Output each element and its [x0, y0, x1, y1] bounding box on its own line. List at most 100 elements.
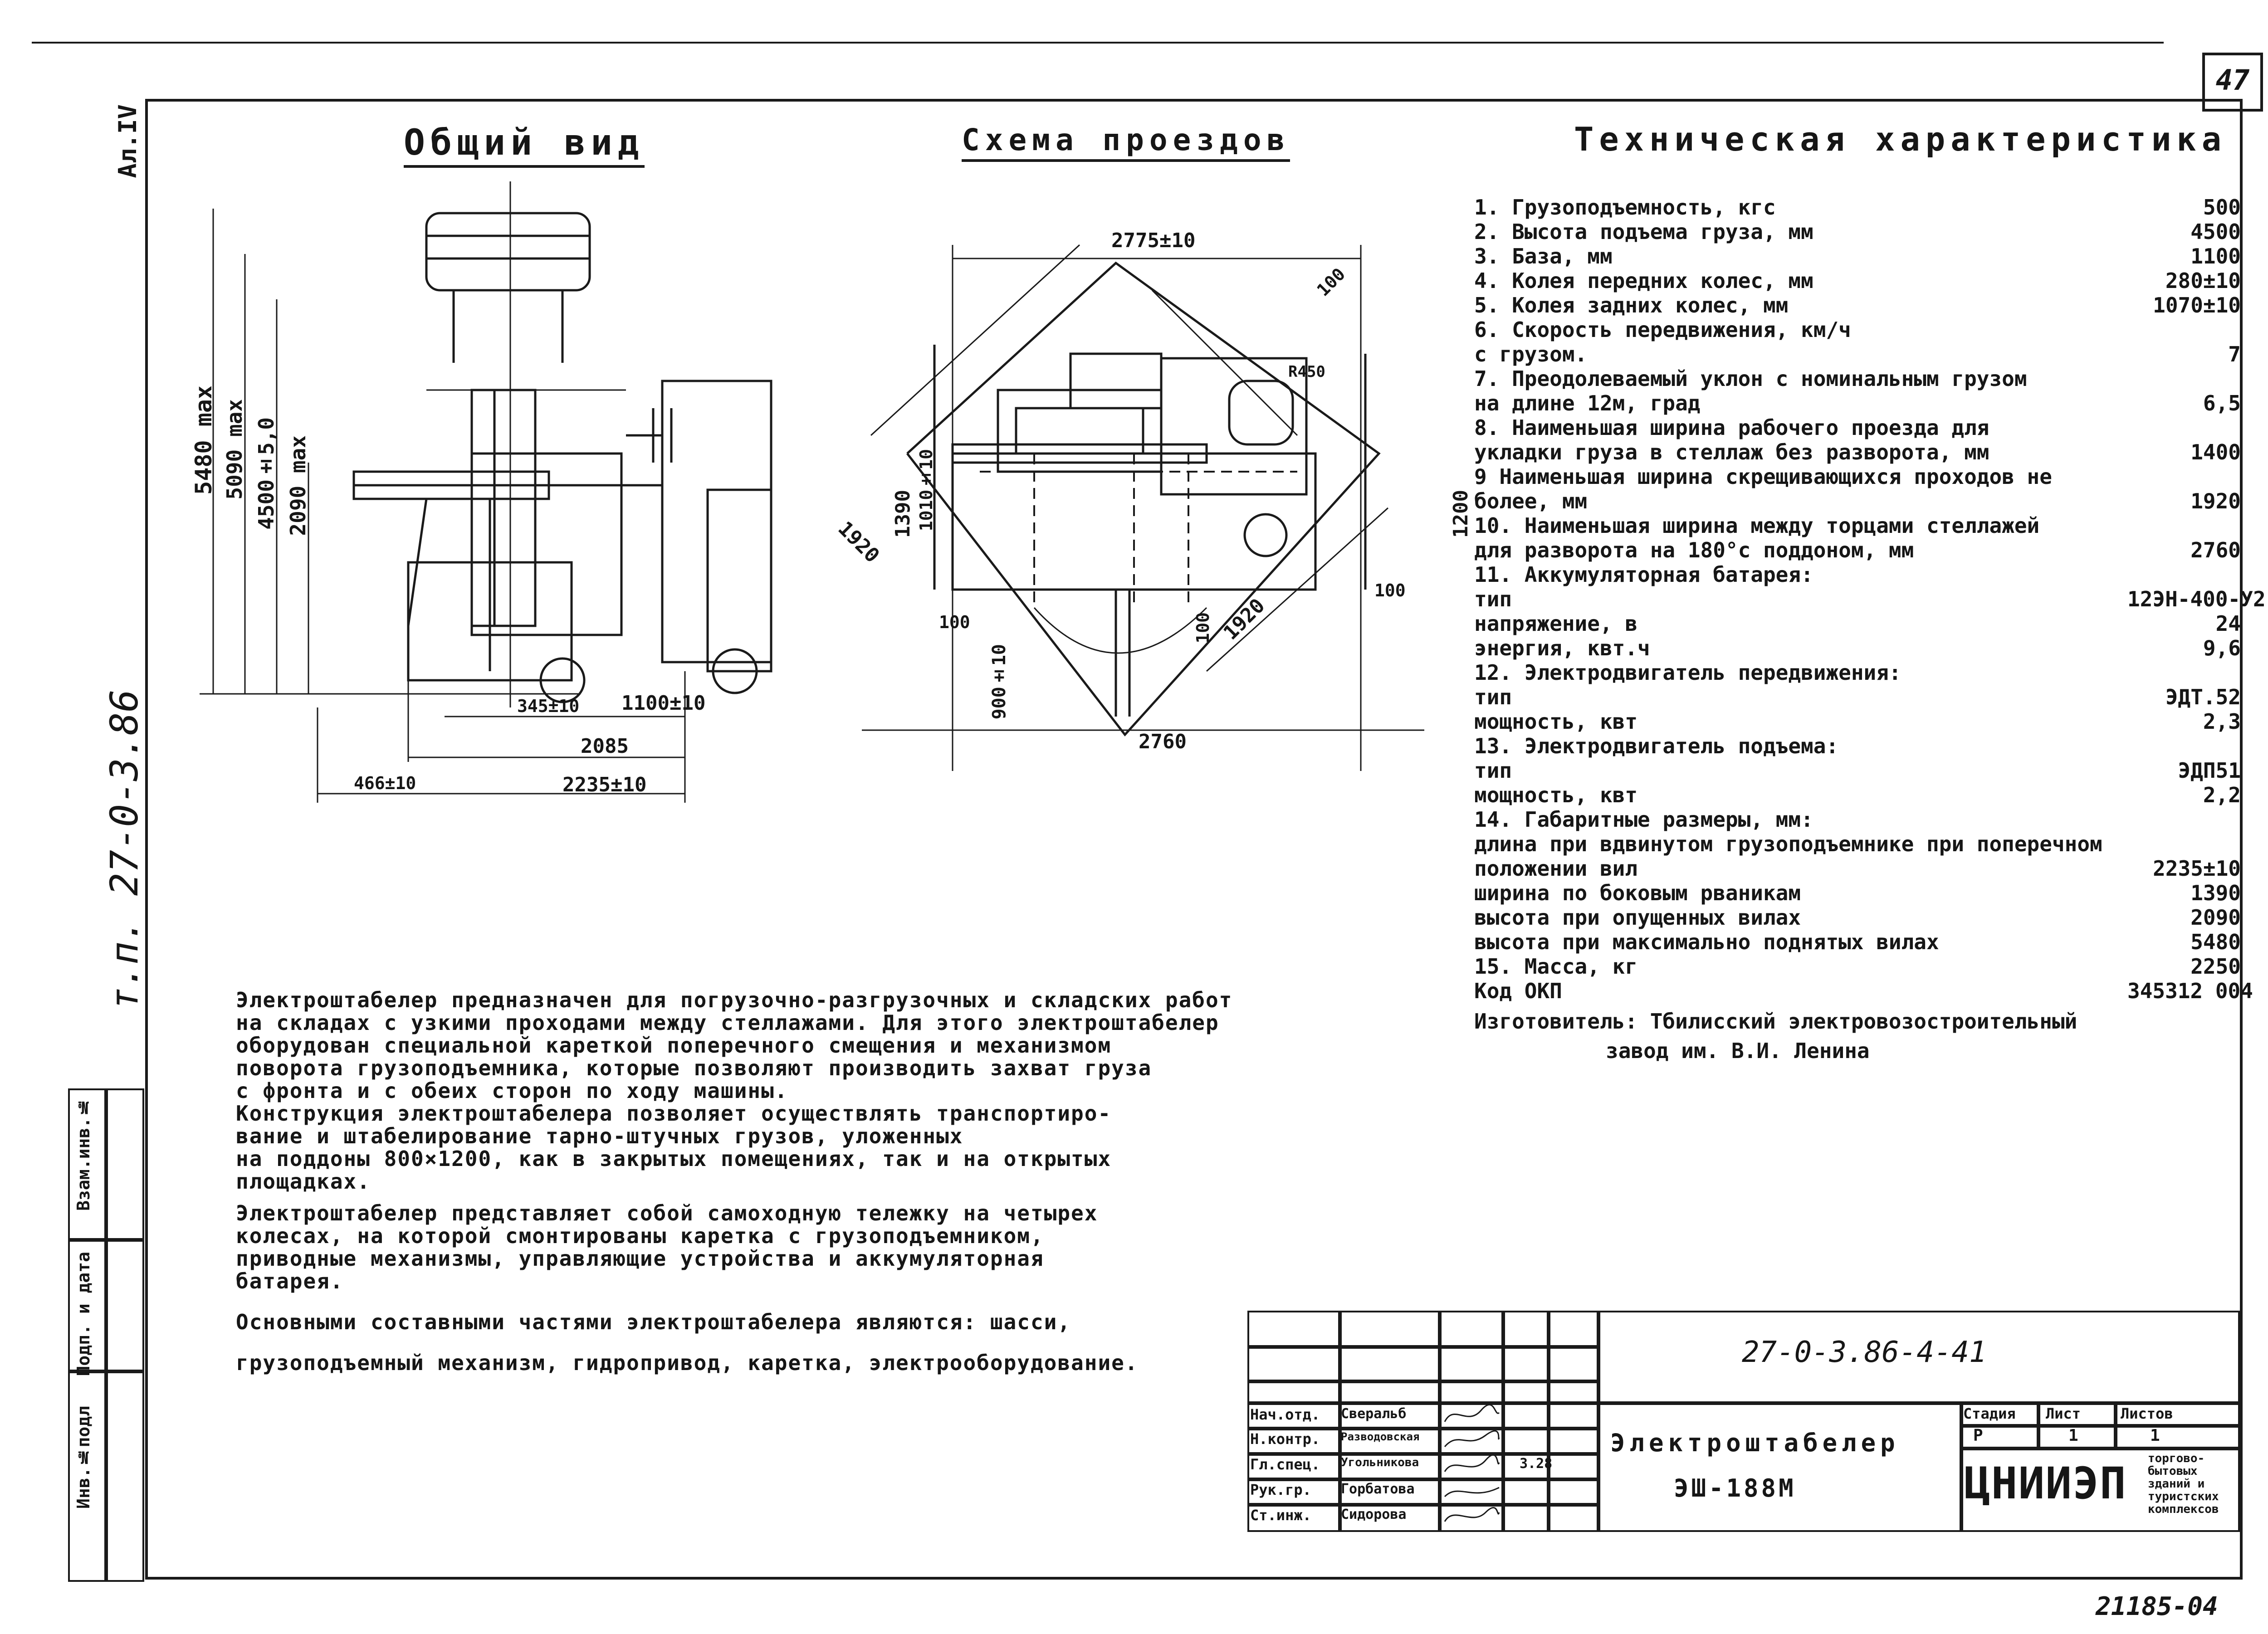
as-dim-100b: 100: [1193, 612, 1213, 644]
name-row: Угольникова: [1341, 1456, 1419, 1469]
stamp-sheet: 1: [2068, 1426, 2078, 1445]
name-row: Горбатова: [1341, 1481, 1415, 1497]
spec-row: 8. Наименьшая ширина рабочего проезда дл…: [1474, 415, 1989, 440]
spec-row: 9 Наименьшая ширина скрещивающихся прохо…: [1474, 464, 2052, 489]
org-sub: торгово-бытовых зданий и туристских комп…: [2148, 1452, 2219, 1516]
drawing-frame: [145, 99, 2243, 1580]
manufacturer-line-1: Изготовитель: Тбилисский электровозостро…: [1474, 1009, 2077, 1034]
role-row: Гл.спец.: [1250, 1456, 1320, 1473]
carriage: [470, 452, 623, 636]
operator-seat: [1228, 380, 1294, 446]
front-wheel: [539, 657, 586, 703]
steering-wheel: [1243, 513, 1288, 557]
as-dim-bottom: 2760: [1139, 730, 1187, 753]
gv-dim-2090: 2090 max: [286, 435, 310, 536]
spec-row: 11. Аккумуляторная батарея:: [1474, 562, 1813, 587]
gv-dim-345: 345±10: [517, 696, 580, 716]
description-line: Конструкция электроштабелера позволяет о…: [236, 1101, 1112, 1126]
description-line: грузоподъемный механизм, гидропривод, ка…: [236, 1351, 1139, 1375]
sheet-top-line: [32, 42, 2164, 44]
as-dim-r450: R450: [1288, 363, 1325, 381]
spec-row: 12. Электродвигатель передвижения:: [1474, 660, 1901, 685]
as-dim-100a: 100: [939, 612, 970, 632]
stamp-stage-h: Стадия: [1963, 1405, 2016, 1422]
gv-dim-5480: 5480 max: [191, 385, 217, 495]
side-stamp: Инв.№подл Подп. и дата Взам.инв.№: [68, 1088, 144, 1582]
stamp-title-2: ЭШ-188М: [1674, 1474, 1796, 1502]
role-row: Нач.отд.: [1250, 1406, 1320, 1423]
spec-row: 10. Наименьшая ширина между торцами стел…: [1474, 513, 2040, 538]
stamp-sheet-h: Лист: [2046, 1405, 2081, 1422]
stamp-sheets-h: Листов: [2121, 1405, 2173, 1422]
description-line: приводные механизмы, управляющие устройс…: [236, 1246, 1044, 1271]
turn-diamond: [906, 261, 1381, 737]
side-col-inv: Инв.№подл: [73, 1406, 93, 1509]
description-line: батарея.: [236, 1269, 344, 1293]
spec-row: 14. Габаритные размеры, мм:: [1474, 807, 1813, 832]
description-line: с фронта и с обеих сторон по ходу машины…: [236, 1078, 788, 1103]
description-line: на поддоны 800×1200, как в закрытых поме…: [236, 1146, 1112, 1171]
stamp-sheets: 1: [2150, 1426, 2160, 1445]
top-left-mark: Ал.IV: [113, 104, 142, 178]
vehicle-body: [1160, 357, 1308, 496]
mast: [470, 389, 537, 627]
role-row: Рук.гр.: [1250, 1481, 1311, 1498]
spec-row: укладки груза в стеллаж без разворота, м…: [1474, 440, 2241, 464]
title-tech-spec: Техническая характеристика: [1574, 120, 2227, 158]
title-general-view: Общий вид: [404, 122, 645, 168]
general-view-drawing: [200, 181, 772, 803]
aisle-scheme-drawing: [862, 244, 1424, 771]
description-line: поворота грузоподъемника, которые позвол…: [236, 1056, 1152, 1080]
signatures: [1444, 1404, 1500, 1522]
spec-row: с грузом.7: [1474, 342, 2241, 366]
as-dim-100d: 100: [1374, 580, 1406, 600]
role-row: Н.контр.: [1250, 1430, 1320, 1448]
as-dim-1200: 1200: [1449, 490, 1472, 538]
sheet-number: 47: [2202, 53, 2263, 112]
side-code: т.п. 27-0-3.86: [102, 689, 147, 1011]
title-aisle-scheme: Схема проездов: [962, 122, 1290, 162]
stamp-date: 3.28: [1520, 1456, 1553, 1472]
vehicle-fork: [997, 389, 1163, 473]
description-line: оборудован специальной кареткой поперечн…: [236, 1033, 1112, 1058]
stamp-title-1: Электроштабелер: [1610, 1429, 1900, 1457]
description-line: Электроштабелер предназначен для погрузо…: [236, 988, 1233, 1012]
rear-wheel: [712, 648, 758, 694]
spec-row: 7. Преодолеваемый уклон с номинальным гр…: [1474, 366, 2027, 391]
description-line: на складах с узкими проходами между стел…: [236, 1010, 1219, 1035]
description-line: площадках.: [236, 1169, 371, 1194]
load-backrest: [425, 212, 591, 292]
vehicle-cab: [1069, 352, 1163, 410]
spec-row: длина при вдвинутом грузоподъемнике при …: [1474, 832, 2102, 856]
description-line: колесах, на которой смонтированы каретка…: [236, 1224, 1044, 1248]
as-dim-1010: 1010±10: [916, 449, 936, 532]
spec-row: 13. Электродвигатель подъема:: [1474, 734, 1839, 758]
name-row: Сверальб: [1341, 1406, 1407, 1422]
as-dim-top: 2775±10: [1111, 229, 1196, 252]
role-row: Ст.инж.: [1250, 1507, 1311, 1524]
description-line: вание и штабелирование тарно-штучных гру…: [236, 1124, 963, 1148]
name-row: Сидорова: [1341, 1507, 1407, 1522]
description-line: Электроштабелер представляет собой самох…: [236, 1201, 1098, 1225]
as-dim-1390: 1390: [891, 490, 914, 538]
battery-body: [661, 380, 772, 663]
gv-dim-4500: 4500±5,0: [254, 417, 279, 530]
gv-dim-466: 466±10: [354, 773, 416, 793]
